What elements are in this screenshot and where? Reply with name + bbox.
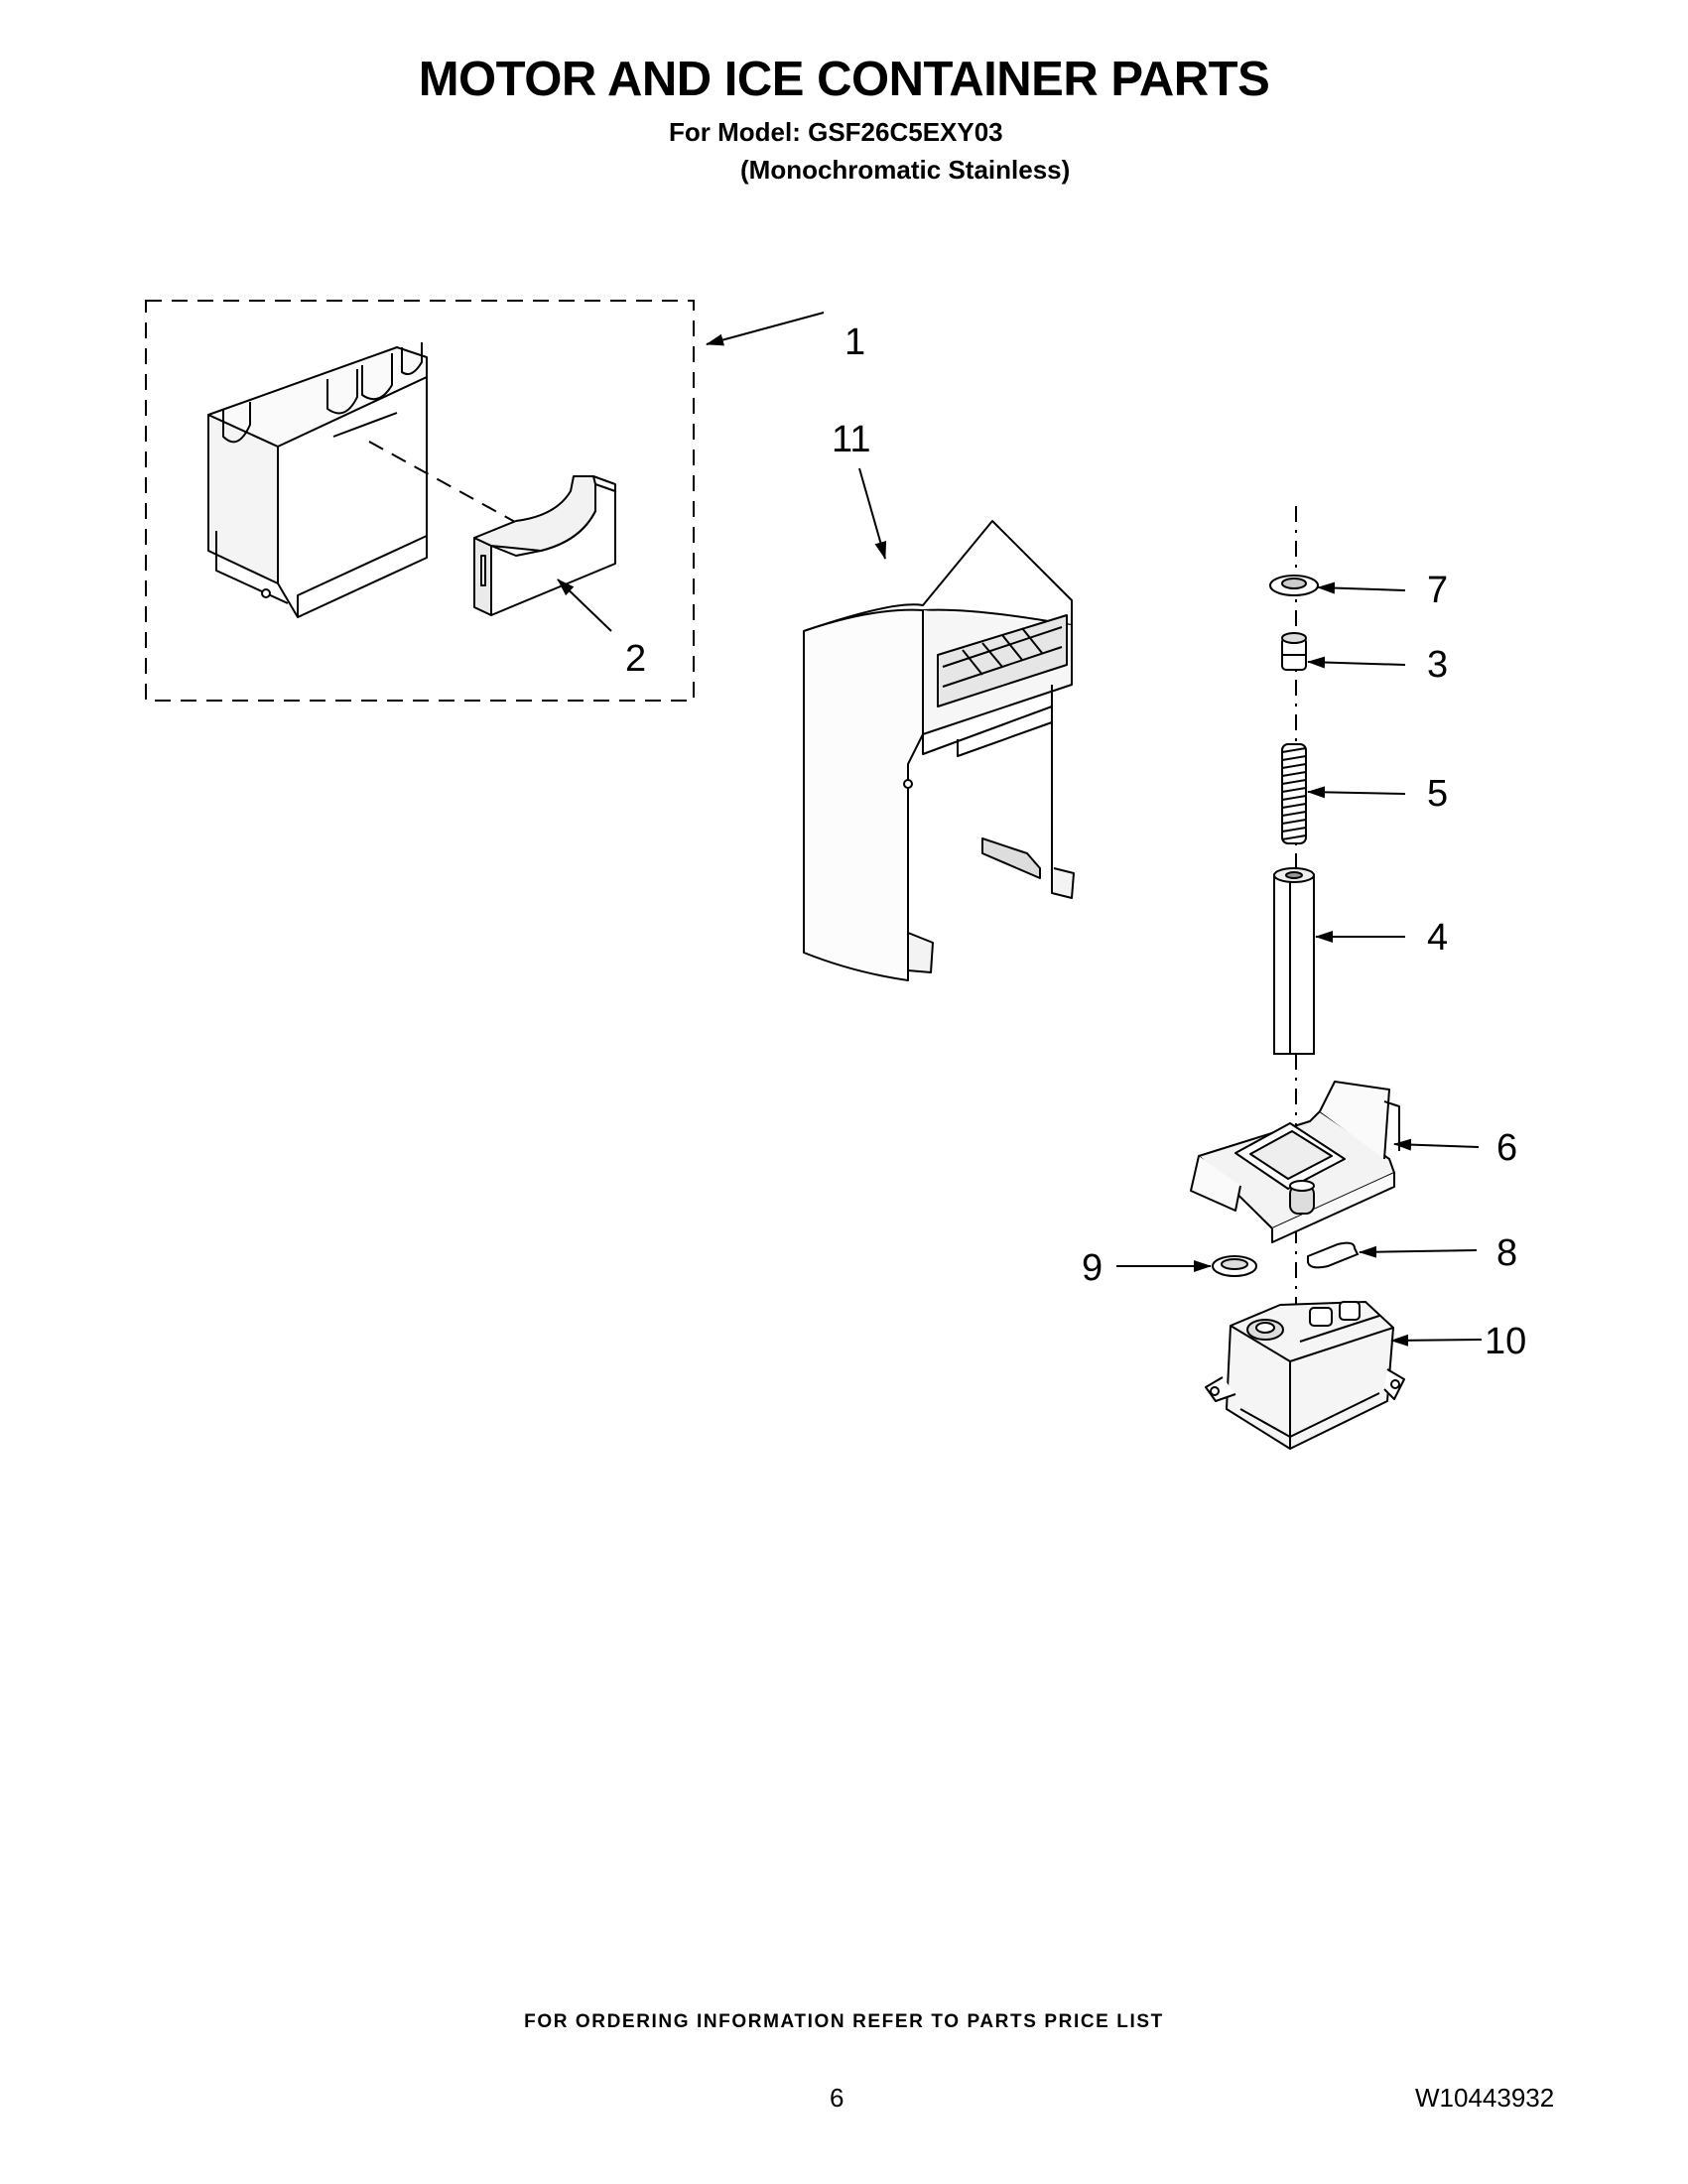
leader-1 [706, 312, 825, 346]
callout-5: 5 [1427, 773, 1448, 815]
callout-1: 1 [844, 321, 865, 363]
callout-10: 10 [1485, 1321, 1526, 1362]
key-drawing [1307, 1241, 1360, 1269]
leader-5 [1307, 786, 1406, 799]
callout-4: 4 [1427, 917, 1448, 959]
leader-2 [557, 578, 612, 632]
bracket-drawing [473, 475, 616, 616]
callout-2: 2 [625, 638, 646, 680]
document-number: W10443932 [1415, 2083, 1555, 2113]
motor-drawing [1205, 1301, 1405, 1450]
motor-bracket-drawing [1190, 1081, 1400, 1243]
callout-3: 3 [1427, 644, 1448, 686]
ordering-note: FOR ORDERING INFORMATION REFER TO PARTS … [524, 2011, 1164, 2032]
nut-drawing [1281, 632, 1307, 671]
callout-7: 7 [1427, 570, 1448, 611]
leader-10 [1390, 1334, 1483, 1347]
callout-6: 6 [1496, 1127, 1517, 1169]
ring-drawing [1212, 1255, 1257, 1277]
alignment-line [368, 441, 527, 529]
page-title: MOTOR AND ICE CONTAINER PARTS [418, 53, 1270, 106]
model-line: For Model: GSF26C5EXY03 [669, 117, 1003, 147]
leader-arrows [557, 312, 1483, 1347]
ice-container-drawing [207, 342, 428, 618]
ice-chute-cover-drawing [803, 520, 1075, 981]
callout-11: 11 [832, 419, 870, 460]
callout-9: 9 [1082, 1247, 1103, 1289]
leader-7 [1317, 581, 1406, 594]
variant-line: (Monochromatic Stainless) [740, 155, 1071, 185]
leader-11 [858, 467, 887, 560]
page-number: 6 [830, 2083, 844, 2113]
leader-8 [1359, 1245, 1478, 1258]
assembly-box [145, 300, 695, 702]
shaft-drawing [1273, 867, 1315, 1055]
spring-drawing [1281, 743, 1307, 844]
washer-drawing [1269, 575, 1319, 596]
leader-3 [1307, 656, 1406, 669]
leader-6 [1393, 1138, 1480, 1151]
callout-8: 8 [1496, 1232, 1517, 1274]
